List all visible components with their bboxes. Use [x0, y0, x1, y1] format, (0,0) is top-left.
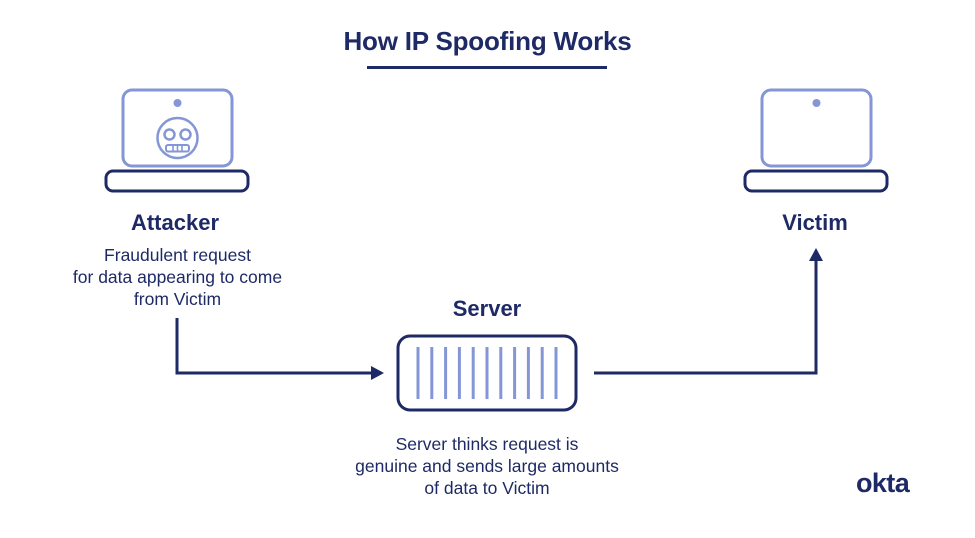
okta-logo: okta: [856, 468, 910, 498]
server-icon: [396, 334, 578, 412]
title-underline: [367, 66, 607, 69]
arrow-attacker-to-server: [175, 318, 384, 380]
victim-label: Victim: [782, 210, 848, 235]
diagram-title: How IP Spoofing Works: [343, 26, 632, 56]
server-label: Server: [452, 296, 522, 321]
server-description-line: of data to Victim: [424, 478, 550, 498]
attacker-laptop-icon: [104, 88, 250, 193]
robot-icon: [156, 116, 199, 160]
attacker-description-line: from Victim: [133, 289, 222, 309]
attacker-description-line: Fraudulent request: [104, 245, 251, 265]
attacker-label: Attacker: [130, 210, 220, 235]
server-description-line: Server thinks request is: [395, 434, 579, 454]
server-description-line: genuine and sends large amounts: [355, 456, 619, 476]
victim-laptop-icon: [743, 88, 889, 193]
attacker-description-line: for data appearing to come: [72, 267, 283, 287]
arrow-server-to-victim: [594, 248, 823, 375]
attacker-description: Fraudulent request for data appearing to…: [25, 244, 330, 310]
server-description: Server thinks request is genuine and sen…: [312, 433, 662, 499]
